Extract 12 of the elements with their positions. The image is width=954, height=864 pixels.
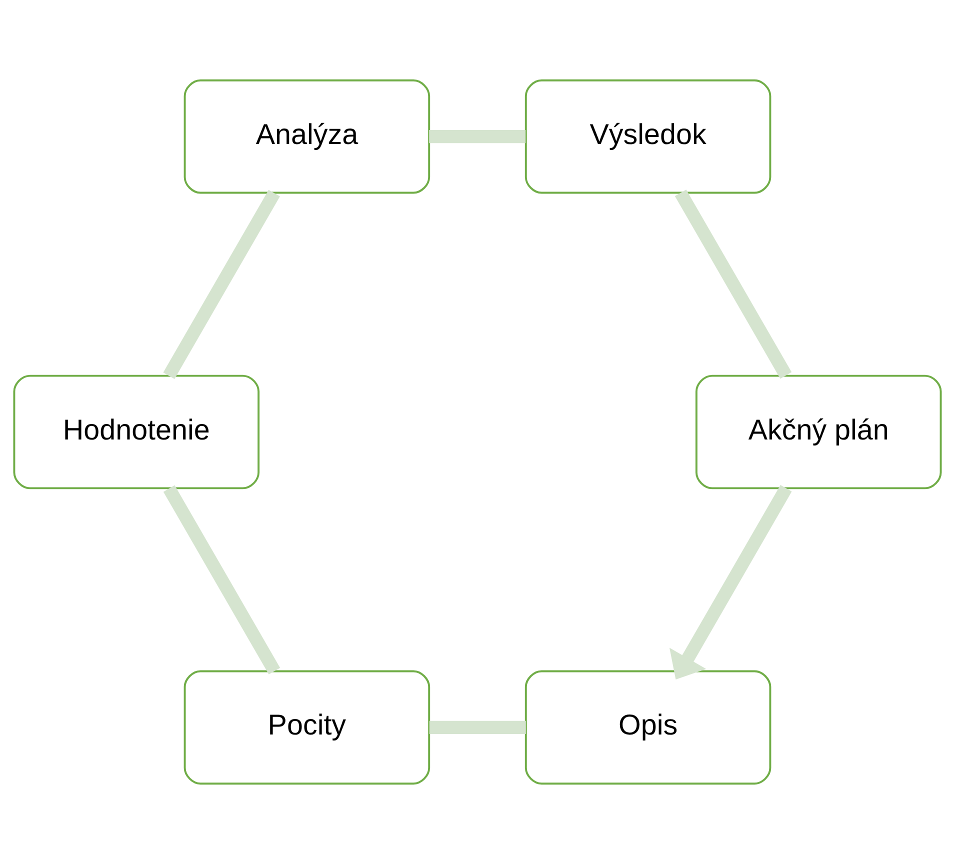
connector bbox=[428, 130, 526, 144]
node-box: Akčný plán bbox=[694, 374, 942, 490]
connector bbox=[674, 190, 792, 379]
node-box: Pocity bbox=[183, 670, 430, 785]
node-box: Výsledok bbox=[524, 79, 771, 194]
connector bbox=[428, 720, 526, 734]
node-box: Hodnotenie bbox=[12, 374, 260, 490]
node-box: Analýza bbox=[183, 79, 430, 194]
arrow bbox=[668, 484, 792, 680]
connector bbox=[162, 485, 280, 674]
connector bbox=[162, 190, 280, 379]
node-box: Opis bbox=[524, 670, 771, 785]
